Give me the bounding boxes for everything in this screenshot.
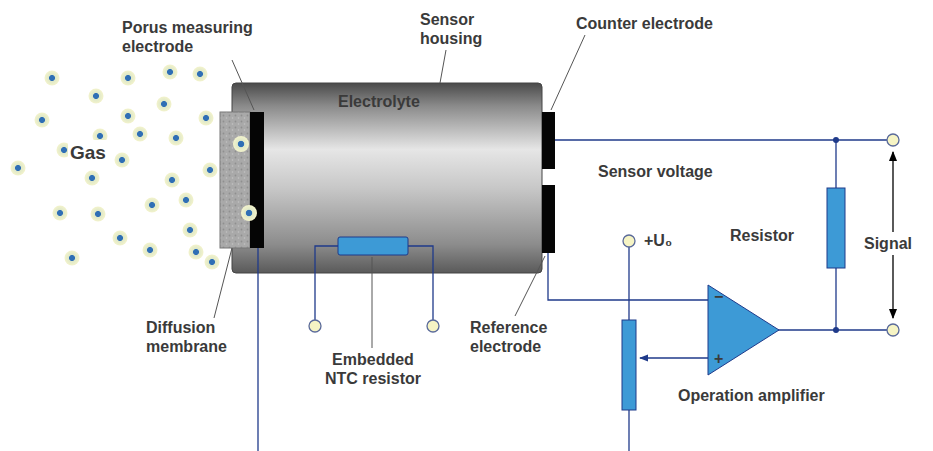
junction-dot bbox=[833, 327, 839, 333]
gas-molecule bbox=[89, 89, 104, 104]
gas-molecule bbox=[169, 131, 184, 146]
part-label: Resistor bbox=[730, 226, 810, 245]
gas-molecule bbox=[193, 67, 208, 82]
gas-molecule bbox=[145, 198, 160, 213]
ntc-resistor bbox=[338, 237, 408, 255]
gas-molecule bbox=[179, 193, 194, 208]
opamp-symbol bbox=[708, 285, 779, 375]
wires bbox=[258, 140, 887, 451]
signal-name: +U₀ bbox=[644, 231, 694, 250]
gas-molecule bbox=[199, 111, 214, 126]
signal-name: Signal bbox=[862, 232, 914, 255]
gas-molecule bbox=[183, 223, 198, 238]
gas-molecule bbox=[205, 255, 220, 270]
gas-molecule bbox=[189, 245, 204, 260]
pin-name: + bbox=[714, 349, 728, 368]
part-label: Embedded NTC resistor bbox=[314, 350, 432, 388]
gas-molecule bbox=[203, 163, 218, 178]
gas-molecule bbox=[165, 173, 180, 188]
gas-molecule bbox=[121, 71, 136, 86]
part-label: Diffusion membrane bbox=[146, 318, 238, 356]
gas-molecule bbox=[241, 205, 257, 221]
gas-molecule bbox=[133, 127, 148, 142]
sensor-housing bbox=[232, 83, 542, 273]
gas-molecule bbox=[11, 161, 26, 176]
part-label: Reference electrode bbox=[470, 318, 570, 356]
gas-molecule bbox=[163, 65, 178, 80]
reference-electrode bbox=[542, 185, 555, 253]
junction-dot bbox=[833, 137, 839, 143]
gas-molecule bbox=[35, 113, 50, 128]
terminals bbox=[309, 134, 899, 336]
pin-name: − bbox=[714, 287, 728, 306]
potentiometer-symbol bbox=[622, 320, 636, 410]
part-label: Sensor voltage bbox=[598, 162, 738, 181]
gas-molecule bbox=[233, 136, 249, 152]
gas-molecule bbox=[143, 243, 158, 258]
leader-lines bbox=[214, 35, 585, 348]
gas-molecule bbox=[85, 171, 100, 186]
measuring-electrode bbox=[250, 112, 264, 248]
gas-molecule bbox=[121, 109, 136, 124]
gas-molecule bbox=[65, 251, 80, 266]
gas-molecule bbox=[113, 231, 128, 246]
part-label: Electrolyte bbox=[338, 92, 458, 111]
gas-molecule bbox=[45, 71, 60, 86]
gas-molecule bbox=[91, 207, 106, 222]
gas-molecule bbox=[157, 97, 172, 112]
gas-molecule bbox=[115, 153, 130, 168]
part-label: Counter electrode bbox=[576, 14, 746, 33]
part-label: Gas bbox=[68, 140, 108, 166]
part-label: Porus measuring electrode bbox=[122, 18, 262, 56]
diffusion-membrane bbox=[220, 112, 250, 248]
counter-electrode bbox=[542, 112, 555, 169]
gas-molecule bbox=[53, 206, 68, 221]
part-label: Sensor housing bbox=[420, 10, 500, 48]
part-label: Operation amplifier bbox=[678, 386, 878, 405]
resistor-symbol bbox=[827, 188, 845, 268]
gas-molecules bbox=[11, 65, 220, 270]
